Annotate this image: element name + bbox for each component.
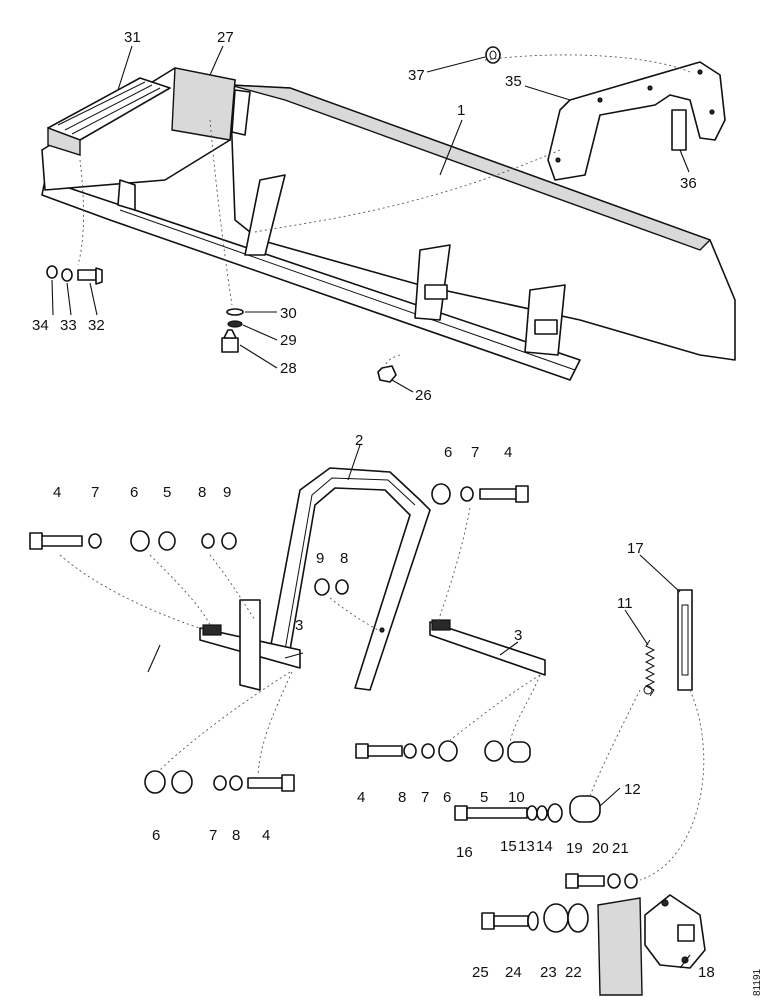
callout-24: 24 bbox=[505, 964, 522, 981]
callout-27: 27 bbox=[217, 29, 234, 46]
callout-20: 20 bbox=[592, 840, 609, 857]
callout-2: 2 bbox=[355, 432, 363, 449]
callout-21: 21 bbox=[612, 840, 629, 857]
callout-35: 35 bbox=[505, 73, 522, 90]
callout-18: 18 bbox=[698, 964, 715, 981]
callout-25: 25 bbox=[472, 964, 489, 981]
callout-31: 31 bbox=[124, 29, 141, 46]
callout-labels: 31 27 37 35 1 36 34 33 32 30 29 28 26 2 … bbox=[32, 29, 763, 996]
part-11-spring bbox=[643, 639, 656, 697]
callout-7-top-left: 7 bbox=[91, 484, 99, 501]
lower-right-hardware bbox=[355, 740, 531, 763]
part-35-side-plate bbox=[547, 61, 726, 181]
callout-8-lower-right: 8 bbox=[398, 789, 406, 806]
callout-8-mid: 8 bbox=[340, 550, 348, 567]
callout-5-top-left: 5 bbox=[163, 484, 171, 501]
callout-19: 19 bbox=[566, 840, 583, 857]
callout-4-top-right: 4 bbox=[504, 444, 512, 461]
parts-28-29-30-fasteners bbox=[221, 308, 244, 353]
callout-32: 32 bbox=[88, 317, 105, 334]
callout-12: 12 bbox=[624, 781, 641, 798]
callout-6-top-right: 6 bbox=[444, 444, 452, 461]
part-36-tab bbox=[671, 109, 687, 151]
callout-9-top-left: 9 bbox=[223, 484, 231, 501]
part-3-right-arm bbox=[429, 619, 546, 676]
callout-7-lower-left: 7 bbox=[209, 827, 217, 844]
parts-22-25-hardware bbox=[481, 903, 589, 933]
part-27-end-cap bbox=[231, 89, 251, 136]
callout-33: 33 bbox=[60, 317, 77, 334]
callout-4-lower-right: 4 bbox=[357, 789, 365, 806]
callout-14: 14 bbox=[536, 838, 553, 855]
parts-19-21-fasteners bbox=[565, 873, 638, 889]
callout-8-top-left: 8 bbox=[198, 484, 206, 501]
leader-lines bbox=[51, 45, 705, 969]
callout-3-right: 3 bbox=[514, 627, 522, 644]
part-17-slotted-bracket bbox=[677, 589, 693, 691]
callout-4-lower-left: 4 bbox=[262, 827, 270, 844]
mid-nuts-9-8 bbox=[314, 578, 349, 596]
callout-6-lower-right: 6 bbox=[443, 789, 451, 806]
callout-13: 13 bbox=[518, 838, 535, 855]
callout-6-lower-left: 6 bbox=[152, 827, 160, 844]
callout-5-lower-right: 5 bbox=[480, 789, 488, 806]
part-18-flange-block bbox=[597, 894, 706, 996]
callout-28: 28 bbox=[280, 360, 297, 377]
callout-6-top-left: 6 bbox=[130, 484, 138, 501]
left-top-hardware bbox=[29, 530, 237, 552]
part-37-washer bbox=[485, 46, 501, 64]
callout-30: 30 bbox=[280, 305, 297, 322]
lower-left-hardware bbox=[144, 770, 295, 794]
callout-34: 34 bbox=[32, 317, 49, 334]
callout-26: 26 bbox=[415, 387, 432, 404]
right-top-hardware bbox=[431, 483, 529, 505]
callout-4-top-left: 4 bbox=[53, 484, 61, 501]
callout-8-lower-left: 8 bbox=[232, 827, 240, 844]
callout-9-mid: 9 bbox=[316, 550, 324, 567]
callout-7-top-right: 7 bbox=[471, 444, 479, 461]
parts-12-16-bolt-spacer bbox=[454, 795, 601, 823]
part-2-u-frame bbox=[269, 467, 431, 691]
cover-housing bbox=[41, 67, 736, 381]
callout-7-lower-right: 7 bbox=[421, 789, 429, 806]
callout-22: 22 bbox=[565, 964, 582, 981]
callout-11: 11 bbox=[617, 595, 633, 612]
callout-1: 1 bbox=[457, 102, 465, 119]
part-3-left-arm bbox=[199, 599, 301, 691]
callout-23: 23 bbox=[540, 964, 557, 981]
parts-32-33-34-fasteners bbox=[46, 265, 103, 285]
callout-16: 16 bbox=[456, 844, 473, 861]
part-26-nut bbox=[377, 365, 397, 383]
callout-17: 17 bbox=[627, 540, 644, 557]
callout-3-left: 3 bbox=[295, 617, 303, 634]
callout-29: 29 bbox=[280, 332, 297, 349]
callout-36: 36 bbox=[680, 175, 697, 192]
part-31-ribbed-plate bbox=[47, 77, 171, 156]
callout-10: 10 bbox=[508, 789, 525, 806]
callout-37: 37 bbox=[408, 67, 425, 84]
callout-15: 15 bbox=[500, 838, 517, 855]
drawing-reference-number: 81191 bbox=[752, 968, 763, 996]
